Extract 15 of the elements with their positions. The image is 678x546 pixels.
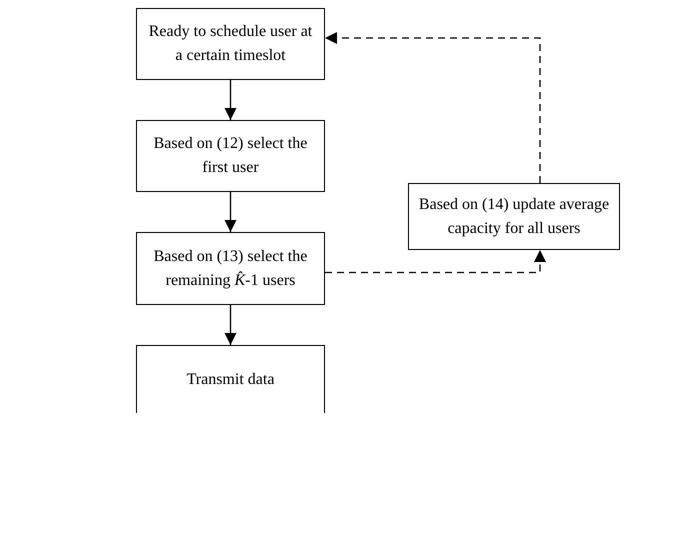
process-box <box>136 120 325 192</box>
box-text: Based on (13) select the remaining K̂-1 users <box>152 246 308 290</box>
box-text: Based on (14) update average capacity for all users <box>418 194 610 238</box>
arrow <box>224 192 236 232</box>
arrow <box>224 80 236 120</box>
arrow <box>224 305 236 345</box>
box-text: Transmit data <box>186 370 274 390</box>
arrow <box>325 32 541 183</box>
box-text: Ready to schedule user at a certain timeslot <box>148 22 314 66</box>
process-box <box>408 183 620 250</box>
process-box <box>136 8 325 80</box>
process-box <box>136 232 325 305</box>
process-box <box>136 345 325 413</box>
box-text: Based on (12) select the first user <box>152 134 308 178</box>
arrow <box>325 250 546 274</box>
